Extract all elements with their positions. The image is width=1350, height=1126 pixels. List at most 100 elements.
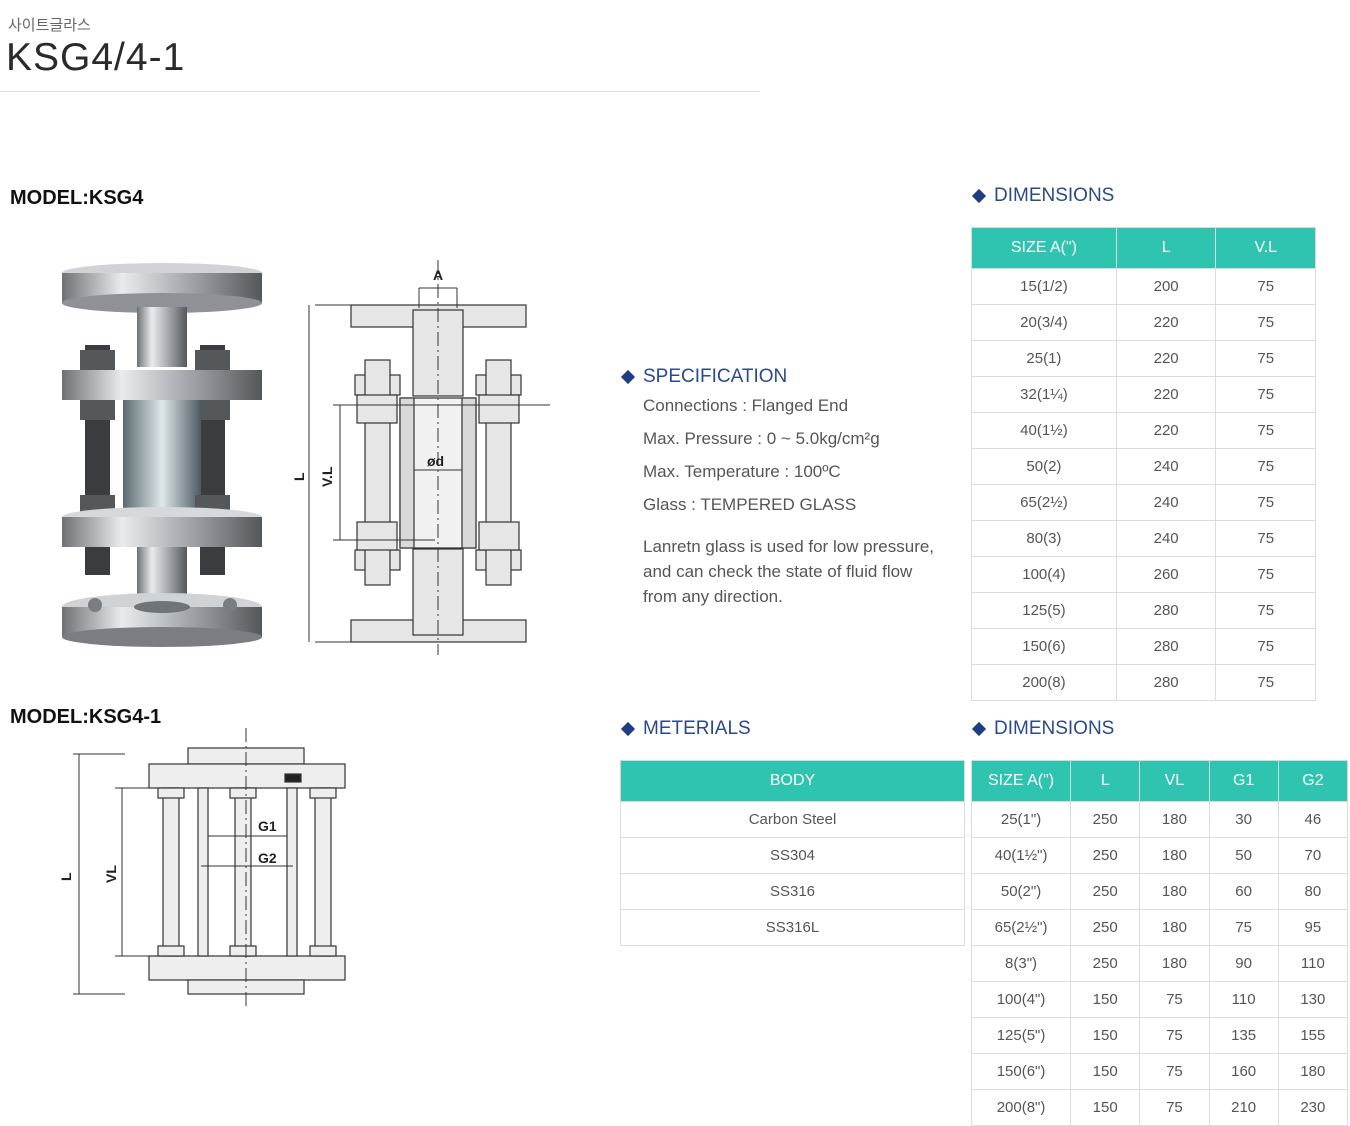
table-cell: 200(8) [971, 664, 1117, 701]
materials-heading-text: METERIALS [643, 718, 751, 739]
table-cell: 100(4") [970, 981, 1072, 1018]
dimensions1-heading: DIMENSIONS [971, 185, 1114, 207]
table-cell: 75 [1215, 664, 1316, 701]
table-cell: 250 [1070, 873, 1141, 910]
product-photo [62, 263, 262, 647]
column-header: G2 [1277, 760, 1349, 802]
table-cell: 155 [1277, 1017, 1349, 1054]
table-cell: 220 [1115, 304, 1217, 341]
table-cell: 75 [1215, 268, 1316, 305]
table-cell: 150 [1070, 1053, 1141, 1090]
table-cell: 75 [1208, 909, 1279, 946]
table-row: Carbon Steel [620, 801, 965, 838]
table-cell: 250 [1070, 801, 1141, 838]
table-cell: 75 [1139, 1053, 1210, 1090]
table-cell: 125(5") [970, 1017, 1072, 1054]
table-cell: 240 [1115, 448, 1217, 485]
column-header: SIZE A(") [971, 227, 1117, 269]
table-cell: 75 [1215, 556, 1316, 593]
table-cell: 125(5) [971, 592, 1117, 629]
table-cell: 230 [1277, 1089, 1349, 1126]
table-cell: 150 [1070, 1089, 1141, 1126]
diamond-bullet-icon [620, 369, 636, 385]
table-cell: 75 [1215, 340, 1316, 377]
spec-connections: Connections : Flanged End [643, 396, 849, 415]
table-cell: 180 [1139, 945, 1210, 982]
table-cell: 75 [1139, 1089, 1210, 1126]
table-cell: 160 [1208, 1053, 1279, 1090]
table-cell: 50(2) [971, 448, 1117, 485]
ksg4-1-drawing: G1 G2 L VL [58, 728, 346, 1008]
dimensions2-heading: DIMENSIONS [971, 718, 1114, 740]
table-cell: 210 [1208, 1089, 1279, 1126]
table-cell: 110 [1208, 981, 1279, 1018]
table-cell: 40(1½) [971, 412, 1117, 449]
table-cell: 25(1") [970, 801, 1072, 838]
table-cell: 75 [1215, 484, 1316, 521]
table-cell: 220 [1115, 412, 1217, 449]
table-cell: 180 [1139, 909, 1210, 946]
table-cell: 150 [1070, 981, 1141, 1018]
table-cell: 75 [1215, 448, 1316, 485]
table-cell: 8(3") [970, 945, 1072, 982]
table-cell: 240 [1115, 484, 1217, 521]
table-row: SS304 [620, 837, 965, 874]
table-cell: 50(2") [970, 873, 1072, 910]
table-cell: 75 [1215, 628, 1316, 665]
table-cell: SS316 [620, 873, 965, 910]
diamond-bullet-icon [620, 721, 636, 737]
table-cell: Carbon Steel [620, 801, 965, 838]
table-cell: SS304 [620, 837, 965, 874]
table-cell: 80 [1277, 873, 1349, 910]
specification-heading-text: SPECIFICATION [643, 366, 788, 387]
table-cell: 180 [1139, 837, 1210, 874]
materials-heading: METERIALS [620, 718, 751, 740]
table-cell: 280 [1115, 592, 1217, 629]
model-ksg4-1-label: MODEL:KSG4-1 [10, 706, 162, 728]
diamond-bullet-icon [971, 188, 987, 204]
table-cell: 250 [1070, 837, 1141, 874]
table-cell: 180 [1277, 1053, 1349, 1090]
spec-glass: Glass : TEMPERED GLASS [643, 495, 857, 514]
specification-heading: SPECIFICATION [620, 366, 787, 388]
drawing2-label-l: L [58, 872, 74, 881]
column-header: L [1115, 227, 1217, 269]
drawing1-label-vl: V.L [319, 466, 335, 487]
spec-description: Lanretn glass is used for low pressure, … [643, 537, 935, 606]
table-cell: 260 [1115, 556, 1217, 593]
table-cell: 75 [1215, 592, 1316, 629]
dimensions1-heading-text: DIMENSIONS [994, 185, 1115, 206]
table-cell: 75 [1215, 304, 1316, 341]
table-cell: 280 [1115, 628, 1217, 665]
drawing1-label-d: ød [427, 453, 444, 469]
table-cell: 40(1½") [970, 837, 1072, 874]
column-header: SIZE A(") [970, 760, 1072, 802]
materials-column-header: BODY [620, 760, 965, 802]
table-cell: 180 [1139, 873, 1210, 910]
table-cell: 75 [1215, 376, 1316, 413]
table-cell: 150 [1070, 1017, 1141, 1054]
table-cell: 30 [1208, 801, 1279, 838]
table-cell: 46 [1277, 801, 1349, 838]
table-cell: 95 [1277, 909, 1349, 946]
table-cell: 75 [1139, 1017, 1210, 1054]
drawing2-label-g1: G1 [258, 818, 277, 834]
table-cell: 110 [1277, 945, 1349, 982]
page-title: KSG4/4-1 [6, 36, 186, 79]
